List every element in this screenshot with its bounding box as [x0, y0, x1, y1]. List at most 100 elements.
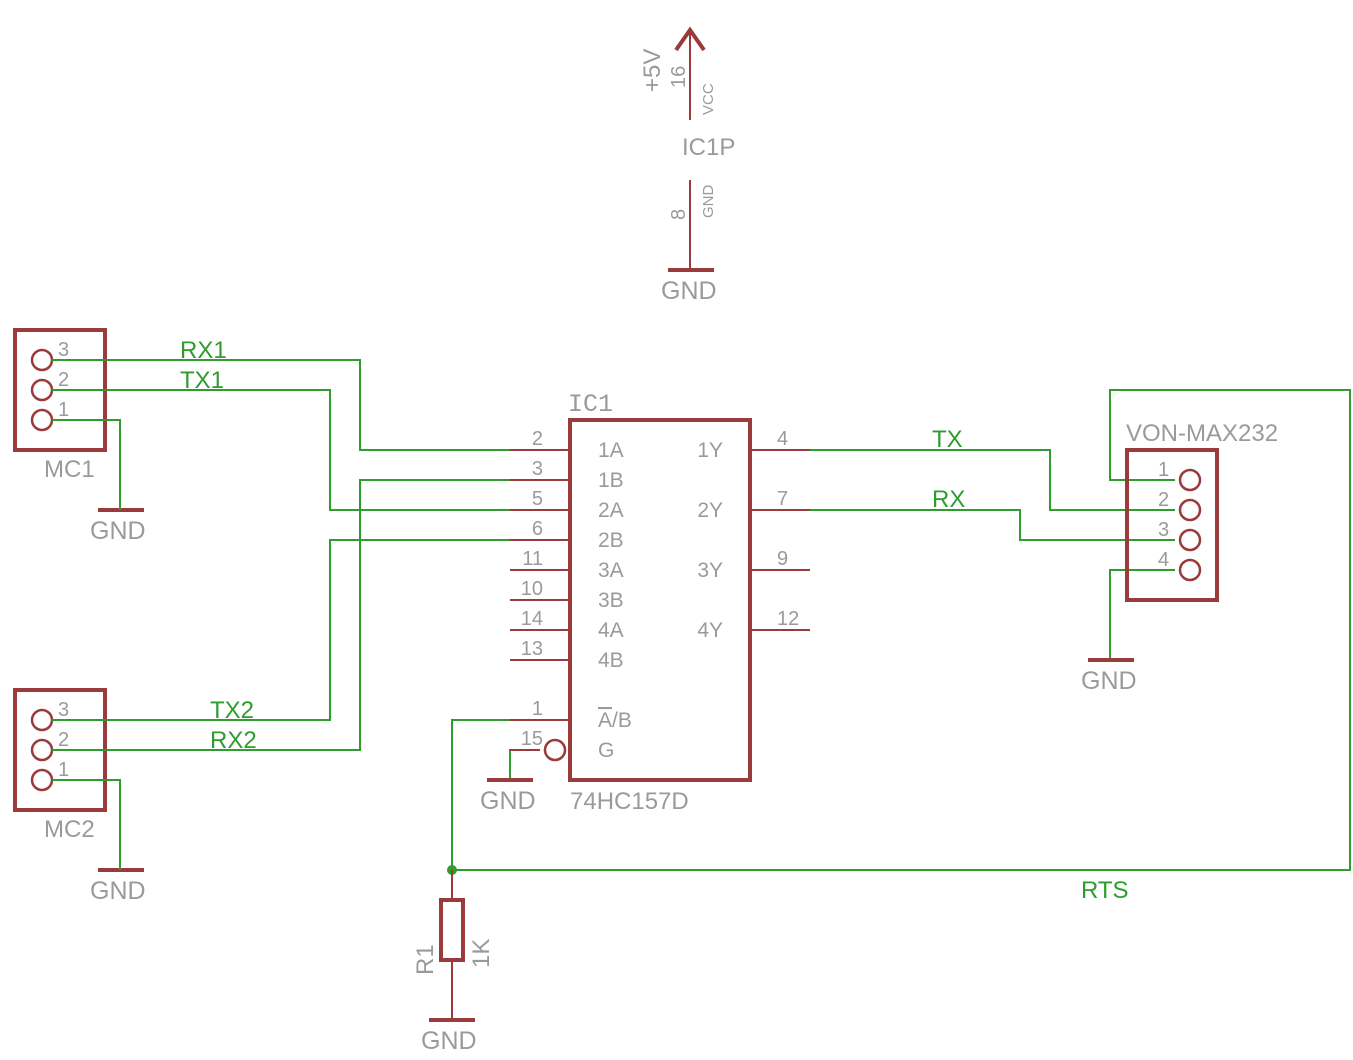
wire-max232-gnd	[1109, 569, 1175, 660]
pin-number: 3	[1158, 519, 1169, 541]
pin-number: 2	[58, 369, 69, 391]
pin-name: 2A	[598, 499, 624, 522]
pin-number: 4	[1158, 549, 1169, 571]
pin-number: 2	[532, 428, 543, 450]
ground-label: GND	[90, 517, 146, 545]
resistor-body	[439, 898, 465, 962]
net-labels: RX1 TX1 TX2 RX2 TX RX RTS	[180, 337, 1129, 904]
pin-pad-3	[30, 708, 54, 732]
pin-name: 2B	[598, 529, 624, 552]
resistor-r1: R1 1K GND	[412, 870, 495, 1055]
pin-number: 12	[777, 608, 799, 630]
wire-tx2	[52, 539, 570, 721]
supply-label: +5V	[639, 49, 666, 92]
connector-name: MC2	[44, 816, 95, 843]
select-rest-part: /B	[612, 709, 632, 732]
ic-body	[568, 418, 752, 782]
pin-pad-2	[1178, 498, 1202, 522]
pin-number: 15	[521, 728, 543, 750]
select-overbar-part: A	[598, 709, 612, 732]
ic1-mux: IC1 74HC157D 2 3 5 6 11 10 14 13 1 15 1A…	[480, 390, 810, 815]
net-label-tx1: TX1	[180, 367, 224, 394]
vcc-pin-number: 16	[668, 66, 690, 88]
connector-name: VON-MAX232	[1126, 420, 1278, 447]
net-label-tx: TX	[932, 426, 963, 453]
pin-pad-4	[1178, 558, 1202, 582]
pin-pad-1	[30, 768, 54, 792]
wire-mc1-gnd	[52, 419, 121, 510]
pin-number: 2	[1158, 489, 1169, 511]
pin-name: 4A	[598, 619, 624, 642]
pin-name: 3A	[598, 559, 624, 582]
wire-g-gnd	[509, 749, 540, 780]
wire-rx2	[52, 479, 570, 751]
ic-name: IC1	[568, 390, 613, 419]
wire-tx1	[52, 389, 570, 511]
pin-number: 1	[532, 698, 543, 720]
vcc-pin-name: VCC	[700, 83, 717, 115]
pin-number: 4	[777, 428, 788, 450]
connector-mc1: 3 2 1 MC1 GND	[13, 328, 146, 545]
pin-name-select: A/B	[598, 709, 632, 732]
connector-name: MC1	[44, 456, 95, 483]
wire-mc2-gnd	[52, 779, 121, 870]
inverted-enable-bubble-icon	[543, 738, 567, 762]
pin-number: 5	[532, 488, 543, 510]
pin-number: 6	[532, 518, 543, 540]
pin-name: 3Y	[697, 559, 723, 582]
pin-pad-3	[1178, 528, 1202, 552]
pin-pad-2	[30, 378, 54, 402]
pin-number: 7	[777, 488, 788, 510]
connector-body	[1125, 448, 1219, 602]
connector-mc2: 3 2 1 MC2 GND	[13, 688, 146, 905]
pin-number: 1	[1158, 459, 1169, 481]
wire-rx1	[52, 359, 570, 451]
pin-name: 3B	[598, 589, 624, 612]
pin-name: 2Y	[697, 499, 723, 522]
gnd-pin-name: GND	[700, 185, 717, 219]
net-label-rx2: RX2	[210, 727, 257, 754]
ic-value: 74HC157D	[570, 788, 689, 815]
wire-rx	[810, 509, 1175, 541]
ground-label: GND	[421, 1027, 477, 1055]
ground-label: GND	[480, 787, 536, 815]
pin-number: 11	[522, 548, 543, 570]
wires	[52, 359, 1351, 875]
ground-label: GND	[661, 277, 717, 305]
pin-name: G	[598, 739, 614, 762]
pin-number: 9	[777, 548, 788, 570]
ground-label: GND	[90, 877, 146, 905]
pin-name: 1Y	[697, 439, 723, 462]
net-label-rx1: RX1	[180, 337, 227, 364]
pin-number: 10	[521, 578, 543, 600]
pin-pad-1	[1178, 468, 1202, 492]
net-label-rts: RTS	[1081, 877, 1129, 904]
resistor-name: R1	[412, 944, 439, 975]
pin-number: 3	[58, 339, 69, 361]
pin-number: 3	[58, 699, 69, 721]
pin-number: 2	[58, 729, 69, 751]
power-part-name: IC1P	[682, 134, 735, 161]
pin-name: 4B	[598, 649, 624, 672]
resistor-value: 1K	[468, 939, 495, 968]
power-block: +5V 16 VCC IC1P GND 8 GND	[639, 26, 735, 305]
pin-number: 14	[521, 608, 543, 630]
wire-tx	[810, 449, 1175, 511]
pin-number: 1	[58, 399, 69, 421]
net-label-rx: RX	[932, 486, 965, 513]
ground-label: GND	[1081, 667, 1137, 695]
net-label-tx2: TX2	[210, 697, 254, 724]
pin-number: 3	[532, 458, 543, 480]
pin-pad-1	[30, 408, 54, 432]
gnd-pin-number: 8	[668, 209, 690, 220]
pin-name: 1B	[598, 469, 624, 492]
pin-name: 4Y	[697, 619, 723, 642]
pin-pad-3	[30, 348, 54, 372]
connector-von-max232: 1 2 3 4 VON-MAX232 GND	[1081, 420, 1278, 695]
supply-arrow-icon	[674, 26, 706, 52]
pin-pad-2	[30, 738, 54, 762]
pin-number: 13	[521, 638, 543, 660]
pin-number: 1	[58, 759, 69, 781]
pin-name: 1A	[598, 439, 624, 462]
